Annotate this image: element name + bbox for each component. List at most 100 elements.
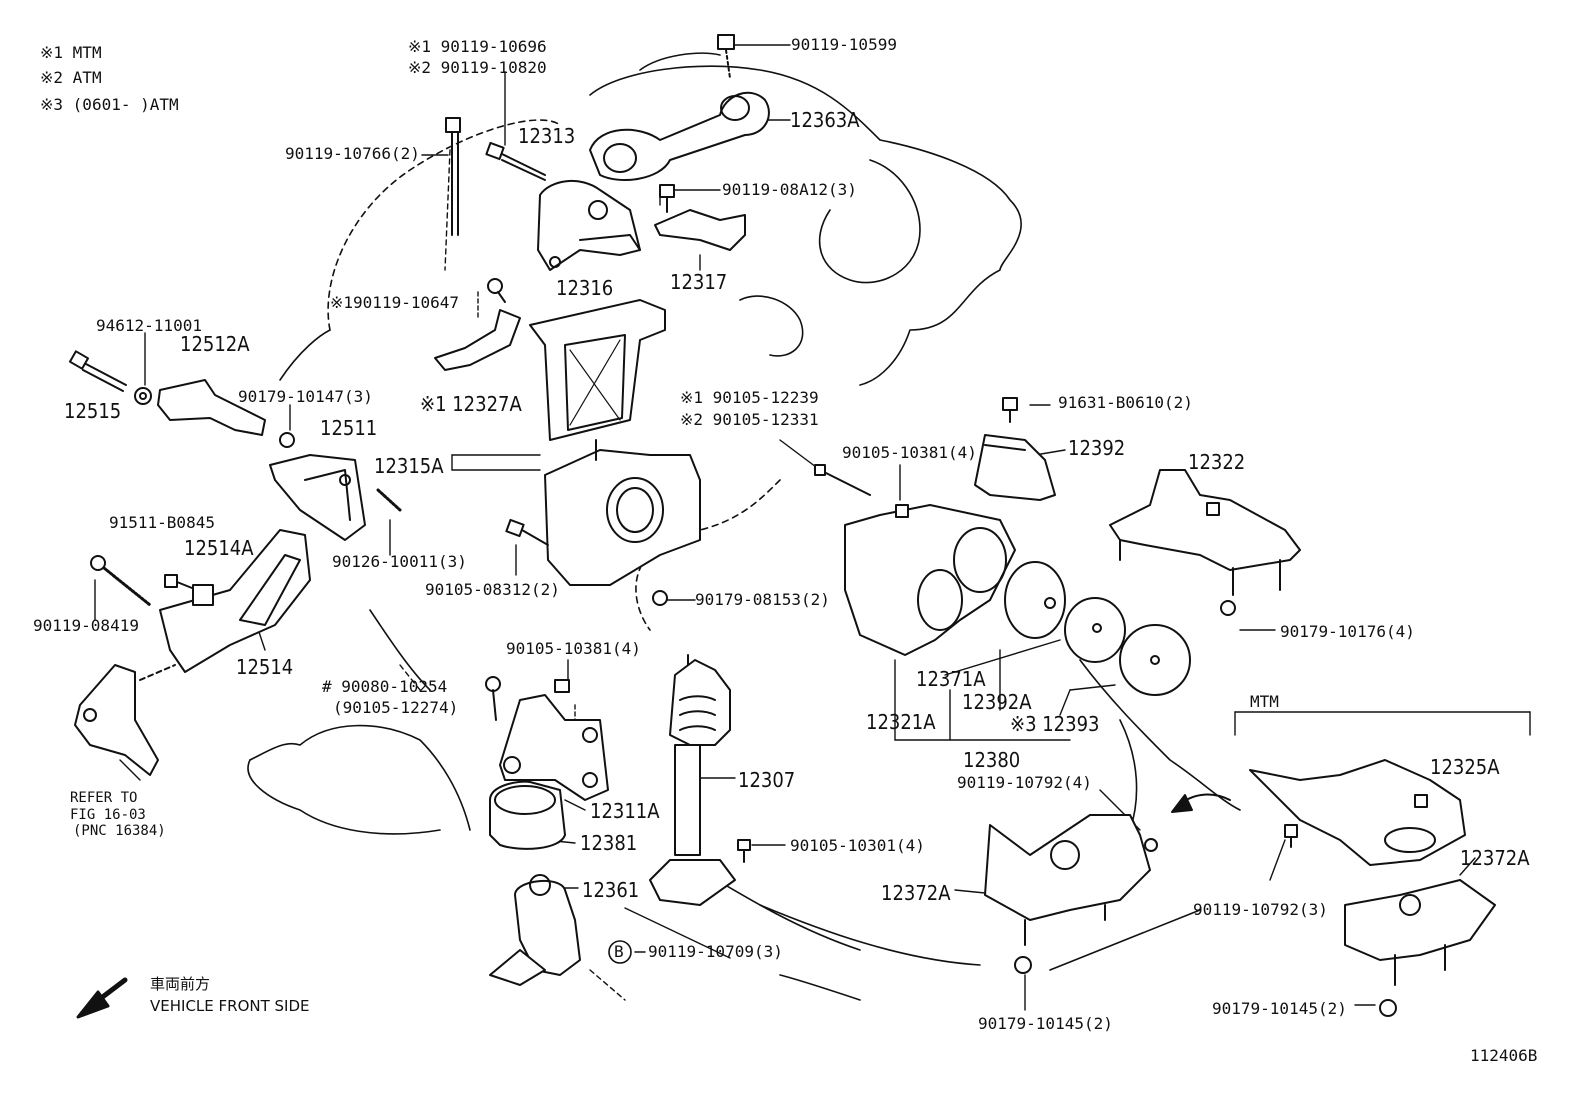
label-12313: 12313	[518, 124, 576, 148]
label-12380: 12380	[963, 748, 1021, 772]
label-90119-10647: ※190119-10647	[330, 293, 459, 312]
label-90080-10254: # 90080-10254	[322, 677, 448, 696]
washer-94612-11001-icon	[134, 387, 152, 405]
bolt-90105-10381-lower-icon	[554, 679, 570, 693]
label-91631-B0610: 91631-B0610(2)	[1058, 393, 1193, 412]
bolt-90119-08A12-icon	[659, 184, 675, 213]
label-12515: 12515	[64, 399, 122, 423]
label-12327A: ※1 12327A	[420, 392, 522, 416]
torque-rod-12363A-icon	[589, 91, 770, 181]
label-12512A: 12512A	[180, 332, 250, 356]
legend-atm: ※2 ATM	[40, 68, 102, 87]
label-90105-12331: ※2 90105-12331	[680, 410, 819, 429]
bolt-91631-B0610-icon	[1002, 397, 1018, 423]
disc-12392A-icon	[1064, 597, 1126, 663]
mount-12371A-icon	[1004, 561, 1066, 639]
label-90126-10011: 90126-10011(3)	[332, 552, 467, 571]
label-90105-12239: ※1 90105-12239	[680, 388, 819, 407]
bolt-90119-10792-3-icon	[1284, 824, 1298, 848]
bracket-refer-16-03-icon	[74, 664, 176, 776]
label-90179-10145-left: 90179-10145(2)	[978, 1014, 1113, 1033]
damper-12307-icon	[649, 654, 736, 906]
label-12393: ※3 12393	[1010, 712, 1100, 736]
label-90105-10381-lower: 90105-10381(4)	[506, 639, 641, 658]
legend-mtm: ※1 MTM	[40, 43, 102, 62]
label-90105-10301: 90105-10301(4)	[790, 836, 925, 855]
label-12514: 12514	[236, 655, 294, 679]
bracket-12311A-icon	[499, 694, 609, 801]
plate-12512A-icon	[157, 379, 266, 436]
label-90119-10696: ※1 90119-10696	[408, 37, 547, 56]
label-90119-10820: ※2 90119-10820	[408, 58, 547, 77]
cover-12392-icon	[974, 434, 1056, 501]
disc-12393-icon	[1119, 624, 1191, 696]
legend-0601-atm: ※3 (0601- )ATM	[40, 95, 179, 114]
label-fig-16-03: FIG 16-03	[70, 807, 146, 823]
label-94612-11001: 94612-11001	[96, 316, 202, 335]
mount-12372A-right-icon	[1344, 879, 1496, 986]
bolt-91511-B0845-icon	[164, 574, 193, 589]
nut-90119-10792-icon	[1144, 838, 1158, 852]
mount-12372A-left-icon	[984, 814, 1151, 946]
housing-12321A-icon	[844, 504, 1016, 656]
bolt-90119-08419-icon	[90, 555, 152, 607]
housing-12315A-icon	[544, 439, 701, 586]
illustration-code: 112406B	[1470, 1046, 1538, 1065]
plate-12317-icon	[654, 209, 746, 251]
label-12381: 12381	[580, 831, 638, 855]
label-12316: 12316	[556, 276, 614, 300]
label-12325A: 12325A	[1430, 755, 1500, 779]
label-12322: 12322	[1188, 450, 1246, 474]
bolt-90119-10599-icon	[717, 34, 735, 79]
label-refer-to: REFER TO	[70, 790, 138, 806]
clip-12514A-icon	[192, 584, 214, 606]
nut-90179-10145-right-icon	[1379, 999, 1397, 1017]
bolt-90080-10254-icon	[485, 676, 501, 721]
label-90119-10709: 90119-10709(3)	[648, 942, 783, 961]
label-12514A: 12514A	[184, 536, 254, 560]
label-vehicle-front-jp: 車両前方	[150, 975, 211, 993]
label-12372A-left: 12372A	[881, 881, 951, 905]
label-90179-08153: 90179-08153(2)	[695, 590, 830, 609]
label-12392A: 12392A	[962, 690, 1032, 714]
bolt-90105-12239-icon	[814, 464, 871, 496]
mount-12361-icon	[489, 874, 581, 986]
label-12315A: 12315A	[374, 454, 444, 478]
label-12372A-right: 12372A	[1460, 846, 1530, 870]
label-mtm-group: MTM	[1250, 692, 1279, 711]
label-90119-10792-3: 90119-10792(3)	[1193, 900, 1328, 919]
bolt-90119-10766-icon	[445, 117, 461, 236]
label-90105-08312: 90105-08312(2)	[425, 580, 560, 599]
label-12363A: 12363A	[790, 108, 860, 132]
bolt-90105-10381-upper-icon	[895, 504, 909, 518]
label-90105-12274: (90105-12274)	[333, 698, 459, 717]
stud-90126-10011-icon	[376, 488, 402, 512]
bolt-90105-08312-icon	[505, 518, 549, 546]
bracket-12511-icon	[269, 454, 366, 541]
label-90119-10599: 90119-10599	[791, 35, 897, 54]
direction-arrow-icon	[1171, 793, 1231, 813]
label-90105-10381-upper: 90105-10381(4)	[842, 443, 977, 462]
bolt-12515-icon	[68, 350, 127, 392]
label-12371A: 12371A	[916, 667, 986, 691]
engine-outline	[247, 52, 1241, 1001]
label-90179-10145-right: 90179-10145(2)	[1212, 999, 1347, 1018]
bracket-12322-icon	[1109, 469, 1301, 596]
label-12392: 12392	[1068, 436, 1126, 460]
label-90119-08419: 90119-08419	[33, 616, 139, 635]
label-90119-10766: 90119-10766(2)	[285, 144, 420, 163]
label-12307: 12307	[738, 768, 796, 792]
vehicle-front-arrow-icon	[76, 977, 128, 1019]
nut-90179-10145-left-icon	[1014, 956, 1032, 974]
label-90119-10792-4: 90119-10792(4)	[957, 773, 1092, 792]
bracket-12327A-icon	[434, 309, 521, 371]
label-12361: 12361	[582, 878, 640, 902]
label-vehicle-front-side: VEHICLE FRONT SIDE	[150, 997, 310, 1015]
bracket-12514-icon	[159, 529, 311, 673]
nut-90179-10176-icon	[1220, 600, 1236, 616]
label-91511-B0845: 91511-B0845	[109, 513, 215, 532]
label-12511: 12511	[320, 416, 378, 440]
bolt-90119-10647-icon	[487, 278, 506, 303]
label-12311A: 12311A	[590, 799, 660, 823]
